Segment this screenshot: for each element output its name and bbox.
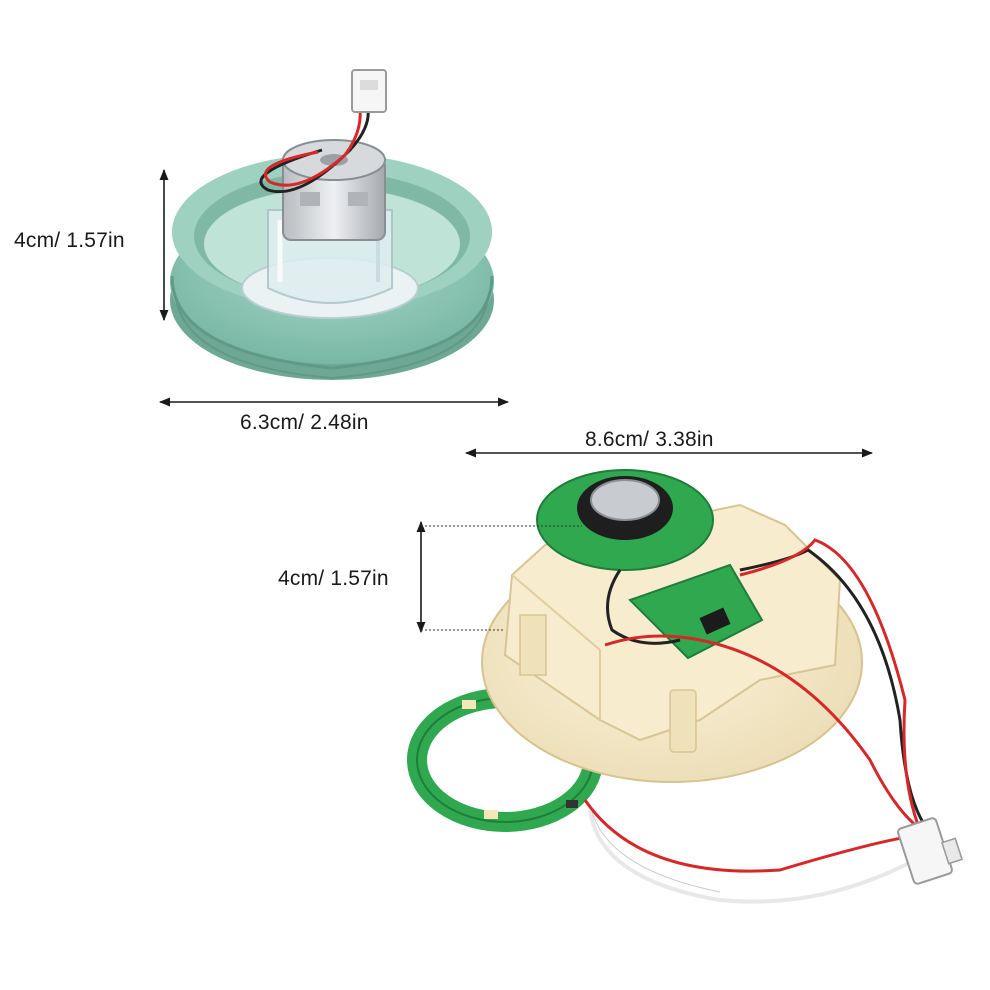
motor-width-label: 6.3cm/ 2.48in xyxy=(240,411,369,434)
sound-light-module xyxy=(407,469,964,904)
motor-height-label: 4cm/ 1.57in xyxy=(14,229,125,252)
speaker xyxy=(536,469,714,571)
motor-housing xyxy=(170,69,494,380)
board-connector xyxy=(897,817,964,885)
motor-connector xyxy=(351,69,387,113)
board-width-label: 8.6cm/ 3.38in xyxy=(585,428,714,451)
board-height-label: 4cm/ 1.57in xyxy=(278,567,389,590)
control-pcb xyxy=(628,563,764,660)
